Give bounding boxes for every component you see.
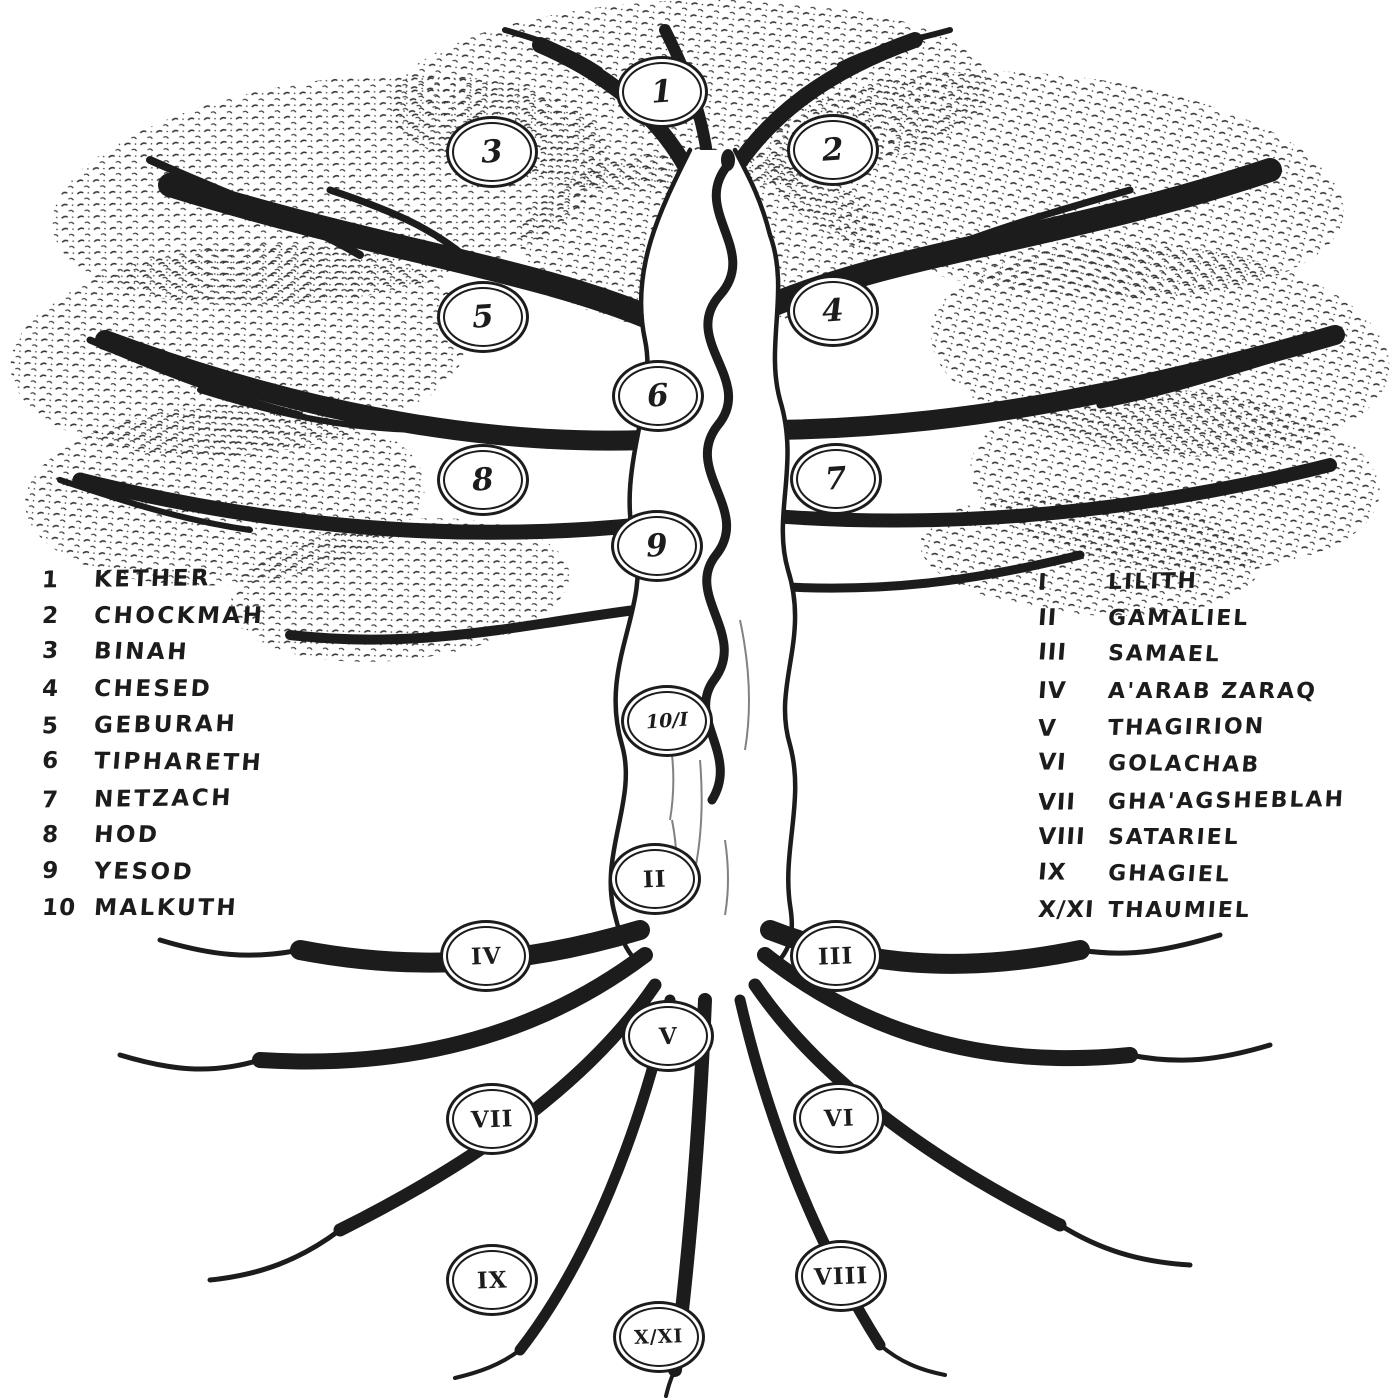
sephirah-node-9: 9 (611, 510, 703, 582)
legend-number: 3 (41, 638, 61, 665)
legend-number: VIII (1037, 824, 1087, 851)
legend-row: VI GOLACHAB (1037, 749, 1346, 780)
serpent-icon (701, 149, 738, 805)
legend-name: LILITH (1107, 568, 1199, 596)
legend-name: HOD (93, 822, 161, 849)
sephirah-node-3: 3 (446, 116, 538, 188)
legend-name: YESOD (93, 858, 196, 886)
legend-name: CHESED (93, 675, 214, 702)
qlipha-node-ii: II (609, 843, 701, 915)
legend-name: GAMALIEL (1107, 605, 1251, 631)
legend-name: CHOCKMAH (93, 602, 266, 629)
legend-number: V (1037, 716, 1058, 743)
legend-name: THAUMIEL (1107, 898, 1252, 924)
legend-name: MALKUTH (93, 895, 239, 922)
legend-number: IV (1037, 677, 1068, 704)
node-malkuth-lilith: 10/I (621, 685, 713, 757)
legend-name: THAGIRION (1107, 714, 1266, 742)
legend-row: I LILITH (1037, 566, 1346, 597)
legend-number: 1 (41, 567, 60, 594)
sephiroth-legend: 1 KETHER 2 CHOCKMAH 3 BINAH 4 CHESED 5 GEBURA… (41, 565, 265, 923)
legend-row: VII GHA'AGSHEBLAH (1037, 786, 1346, 817)
sephirah-node-8: 8 (437, 444, 529, 516)
legend-number: X/XI (1037, 897, 1096, 924)
sephirah-node-4: 4 (787, 275, 879, 347)
legend-number: 7 (41, 786, 60, 813)
sephirah-node-1: 1 (616, 56, 708, 128)
legend-row: IX GHAGIEL (1037, 859, 1346, 890)
legend-row: III SAMAEL (1037, 640, 1346, 671)
legend-row: 3 BINAH (41, 638, 265, 668)
legend-row: 1 KETHER (41, 565, 265, 595)
legend-row: IV A'ARAB ZARAQ (1037, 678, 1346, 706)
legend-name: GHA'AGSHEBLAH (1107, 786, 1346, 815)
legend-row: 9 YESOD (41, 858, 265, 888)
legend-number: 4 (41, 675, 60, 702)
legend-number: 9 (41, 857, 61, 884)
legend-name: GEBURAH (93, 711, 238, 740)
foliage-art (10, 0, 1390, 662)
legend-number: VI (1037, 749, 1068, 776)
legend-row: 8 HOD (41, 822, 265, 850)
sephirah-node-5: 5 (437, 281, 529, 353)
legend-name: BINAH (93, 638, 190, 666)
legend-number: VII (1037, 788, 1077, 816)
sephirah-node-2: 2 (787, 114, 879, 186)
legend-row: 6 TIPHARETH (41, 748, 265, 778)
legend-name: TIPHARETH (93, 748, 265, 777)
qlipha-node-vi: VI (793, 1082, 885, 1154)
legend-row: VIII SATARIEL (1037, 824, 1346, 852)
legend-row: V THAGIRION (1037, 713, 1346, 744)
legend-name: KETHER (93, 565, 212, 593)
legend-name: SATARIEL (1107, 825, 1241, 851)
qlipha-node-viii: VIII (795, 1240, 887, 1312)
legend-row: 10 MALKUTH (41, 895, 265, 923)
legend-number: III (1037, 639, 1068, 666)
branch-art (57, 24, 1345, 645)
legend-name: A'ARAB ZARAQ (1107, 678, 1318, 704)
legend-name: NETZACH (93, 784, 234, 813)
legend-row: X/XI THAUMIEL (1037, 897, 1346, 925)
legend-name: GOLACHAB (1107, 751, 1262, 778)
legend-number: II (1037, 604, 1059, 631)
legend-number: 5 (41, 713, 60, 740)
legend-name: SAMAEL (1107, 641, 1222, 668)
node-thaumiel: X/XI (613, 1301, 705, 1373)
sephirah-node-6: 6 (612, 360, 704, 432)
qlipha-node-vii: VII (446, 1083, 538, 1155)
legend-number: 6 (41, 747, 61, 774)
qlipha-node-iv: IV (440, 920, 532, 992)
legend-number: IX (1037, 859, 1068, 886)
legend-number: 8 (41, 822, 60, 849)
sephirah-node-7: 7 (790, 443, 882, 515)
legend-number: I (1037, 569, 1049, 596)
legend-row: II GAMALIEL (1037, 605, 1346, 633)
legend-row: 2 CHOCKMAH (41, 603, 265, 631)
legend-name: GHAGIEL (1107, 860, 1232, 888)
qlipha-node-iii: III (790, 920, 882, 992)
legend-row: 7 NETZACH (41, 784, 265, 814)
legend-row: 5 GEBURAH (41, 711, 265, 741)
legend-number: 10 (41, 895, 77, 922)
legend-number: 2 (41, 602, 60, 629)
qliphoth-legend: I LILITH II GAMALIEL III SAMAEL IV A'ARAB ZA… (1037, 566, 1346, 925)
qlipha-node-ix: IX (446, 1244, 538, 1316)
legend-row: 4 CHESED (41, 676, 265, 704)
qlipha-node-v: V (622, 1000, 714, 1072)
